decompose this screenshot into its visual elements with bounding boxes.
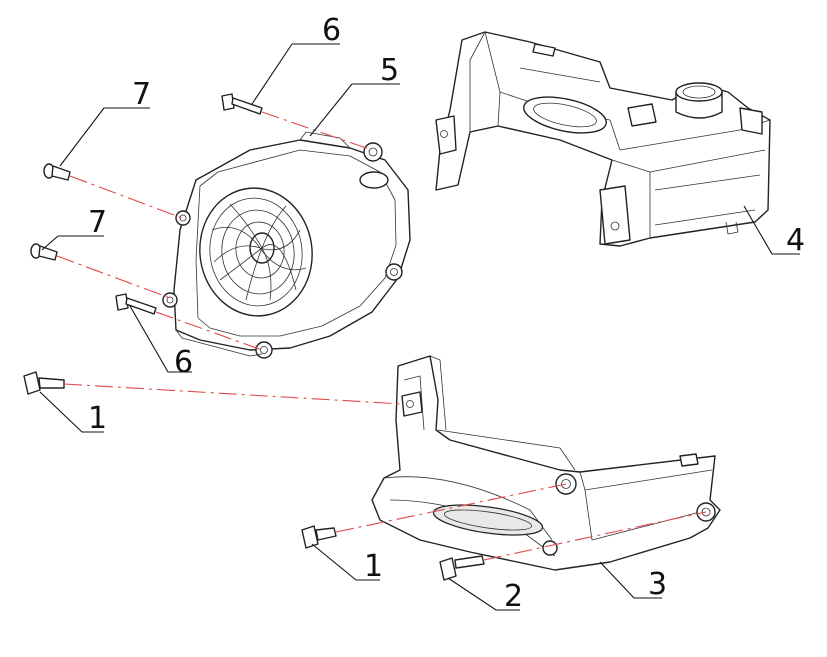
callout-6-bottom: 6 [174, 345, 193, 380]
part-4-upper-shroud [435, 31, 771, 247]
bolt-6-lower [115, 293, 157, 315]
callout-1-left: 1 [88, 401, 107, 436]
leader-lines [39, 43, 800, 611]
callout-3: 3 [648, 567, 667, 602]
bolt-6-upper [221, 93, 263, 115]
bolt-1-left [23, 371, 65, 395]
screw-7-lower [30, 243, 58, 261]
callout-2: 2 [504, 579, 523, 614]
part-5-fan-cover [162, 131, 411, 359]
screw-7-upper [43, 163, 71, 181]
callout-4: 4 [786, 223, 805, 258]
callout-7-bottom: 7 [88, 205, 107, 240]
callout-5: 5 [380, 53, 399, 88]
assembly-lines [56, 111, 707, 561]
callout-labels: 6 5 7 7 6 4 1 1 2 3 [88, 13, 805, 614]
callout-6-top: 6 [322, 13, 341, 48]
bolt-1-bottom [301, 525, 337, 549]
part-3-lower-shroud [371, 355, 721, 571]
callout-7-top: 7 [132, 77, 151, 112]
bolt-2 [439, 555, 485, 581]
callout-1-bottom: 1 [364, 549, 383, 584]
